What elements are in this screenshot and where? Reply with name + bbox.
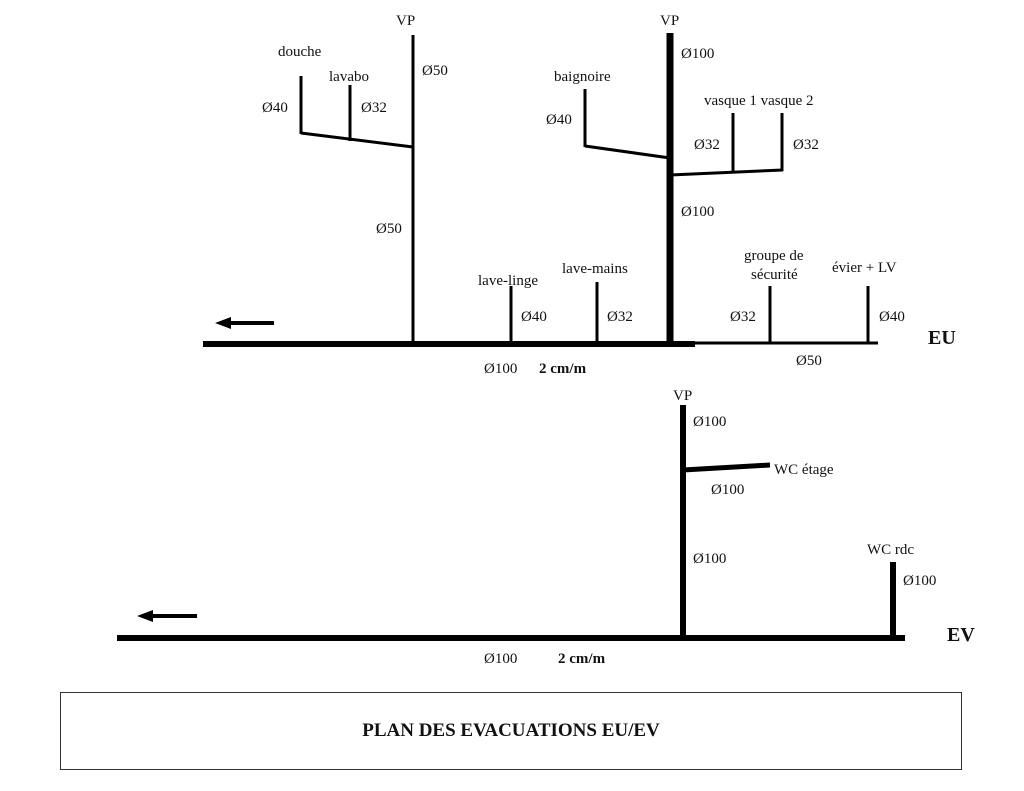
eu-vasques-branch [669, 168, 784, 177]
eu-vp-right-top-diameter: Ø100 [681, 46, 714, 62]
eu-slope: 2 cm/m [539, 361, 587, 377]
eu-network-label: EU [928, 327, 956, 349]
eu-vp-right-low-diameter: Ø100 [681, 204, 714, 220]
ev-arrowhead-icon [137, 610, 153, 622]
eu-arrowhead-icon [215, 317, 231, 329]
ev-wc-etage-branch [682, 462, 771, 473]
eu-douche-lavabo-branch [300, 131, 414, 149]
eu-lave-linge-diameter: Ø40 [521, 309, 547, 325]
eu-vasque2-diameter: Ø32 [793, 137, 819, 153]
eu-lavabo-label: lavabo [329, 69, 369, 85]
eu-vp-left-label: VP [396, 13, 415, 29]
eu-vasques-label: vasque 1 vasque 2 [704, 93, 814, 109]
eu-vasque1-diameter: Ø32 [694, 137, 720, 153]
ev-wc-rdc-label: WC rdc [867, 542, 914, 558]
eu-vp-right-label: VP [660, 13, 679, 29]
ev-wc-etage-diameter: Ø100 [711, 482, 744, 498]
eu-lave-linge-label: lave-linge [478, 273, 538, 289]
eu-groupe-diameter: Ø32 [730, 309, 756, 325]
eu-douche-diameter: Ø40 [262, 100, 288, 116]
eu-baignoire-label: baignoire [554, 69, 611, 85]
ev-vp-label: VP [673, 388, 692, 404]
eu-baignoire-diameter: Ø40 [546, 112, 572, 128]
eu-right-diameter: Ø50 [796, 353, 822, 369]
eu-vp-left-low-diameter: Ø50 [376, 221, 402, 237]
eu-vp-left-top-diameter: Ø50 [422, 63, 448, 79]
ev-vp-top-diameter: Ø100 [693, 414, 726, 430]
eu-lave-mains-diameter: Ø32 [607, 309, 633, 325]
eu-lavabo-diameter: Ø32 [361, 100, 387, 116]
page-title: PLAN DES EVACUATIONS EU/EV [362, 720, 660, 741]
eu-evier-label: évier + LV [832, 260, 897, 276]
eu-lave-mains-label: lave-mains [562, 261, 628, 277]
eu-groupe-label-line2: sécurité [751, 267, 798, 283]
eu-baignoire-branch [584, 144, 671, 160]
ev-network-label: EV [947, 624, 975, 646]
eu-douche-label: douche [278, 44, 322, 60]
ev-wc-rdc-diameter: Ø100 [903, 573, 936, 589]
ev-wc-etage-label: WC étage [774, 462, 834, 478]
ev-vp-low-diameter: Ø100 [693, 551, 726, 567]
eu-main-diameter: Ø100 [484, 361, 517, 377]
title-box: PLAN DES EVACUATIONS EU/EV [60, 692, 962, 770]
eu-groupe-label-line1: groupe de [744, 248, 804, 264]
ev-main-diameter: Ø100 [484, 651, 517, 667]
eu-evier-diameter: Ø40 [879, 309, 905, 325]
ev-slope: 2 cm/m [558, 651, 606, 667]
